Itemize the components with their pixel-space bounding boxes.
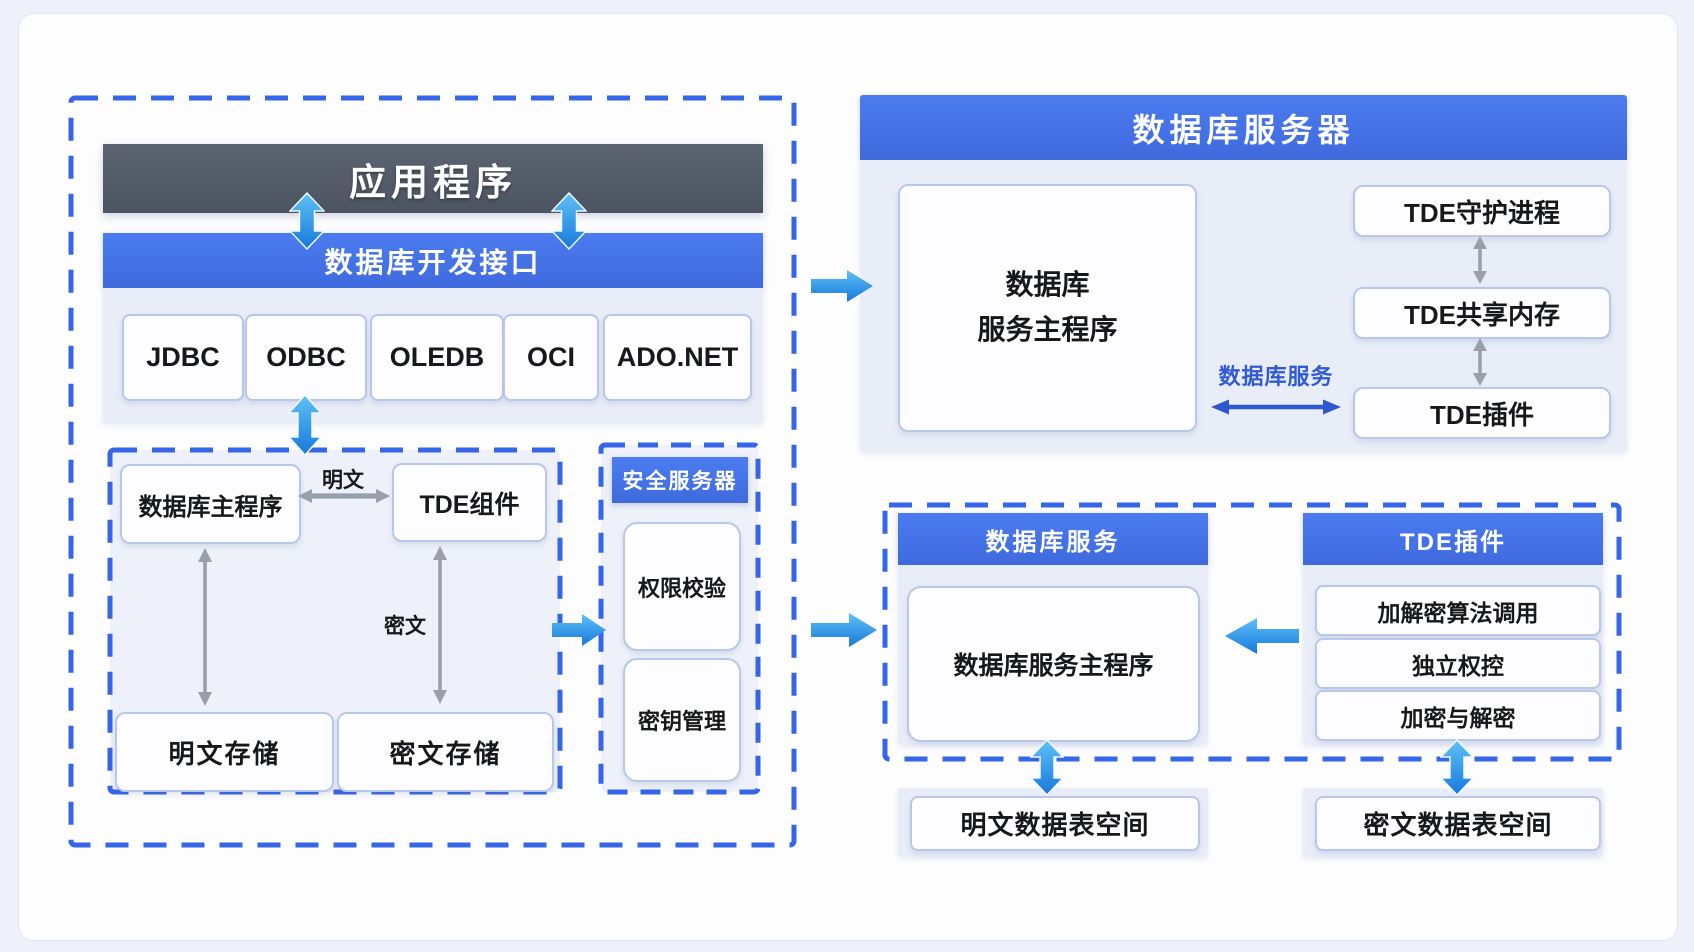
tde-daemon-box: TDE守护进程 — [1353, 185, 1611, 237]
tde-plugin-box: TDE插件 — [1353, 387, 1611, 439]
db-service-link-label: 数据库服务 — [1218, 364, 1334, 389]
security-server-label: 安全服务器 — [622, 470, 738, 493]
ciphertext-storage-label: 密文存储 — [389, 738, 502, 769]
db-server-main-program-line2: 服务主程序 — [977, 314, 1118, 345]
db-service-main-program-label: 数据库服务主程序 — [953, 652, 1154, 680]
plugin-item-box: 加密与解密 — [1315, 690, 1601, 741]
driver-box-odbc: ODBC — [245, 314, 367, 401]
tde-shared-memory-label: TDE共享内存 — [1403, 299, 1560, 330]
db-service-link-arrow-icon — [1211, 399, 1341, 415]
right-arrow-icon — [811, 613, 877, 647]
plaintext-storage-label: 明文存储 — [168, 738, 281, 769]
app-header-label: 应用程序 — [349, 161, 517, 203]
ciphertext-storage-box: 密文存储 — [337, 712, 554, 792]
db-service-main-program-box: 数据库服务主程序 — [907, 586, 1200, 742]
tde-shared-memory-box: TDE共享内存 — [1353, 287, 1611, 339]
plugin-item-box: 独立权控 — [1315, 638, 1601, 689]
up-down-arrow-icon — [288, 394, 322, 456]
db-service-section-header: 数据库服务 — [898, 513, 1208, 565]
dev-interface-bar: 数据库开发接口 — [103, 233, 763, 288]
tde-plugin-section-header: TDE插件 — [1303, 513, 1603, 565]
left-arrow-icon — [1225, 618, 1299, 654]
plugin-item-box: 加解密算法调用 — [1315, 585, 1601, 636]
ciphertext-tablespace-box: 密文数据表空间 — [1315, 796, 1601, 851]
plaintext-storage-box: 明文存储 — [115, 712, 334, 792]
tde-plugin-section-label: TDE插件 — [1400, 528, 1506, 556]
db-server-main-program-line1: 数据库 — [1005, 269, 1090, 301]
tde-component-label: TDE组件 — [419, 490, 520, 519]
plaintext-tablespace-box: 明文数据表空间 — [910, 796, 1200, 851]
plugin-item-label: 独立权控 — [1412, 652, 1504, 679]
plugin-item-label: 加密与解密 — [1400, 704, 1516, 731]
up-down-arrow-icon — [1473, 338, 1487, 386]
driver-label: ODBC — [266, 342, 346, 372]
driver-box-oci: OCI — [503, 314, 599, 401]
ciphertext-tablespace-label: 密文数据表空间 — [1363, 810, 1553, 840]
key-management-label: 密钥管理 — [637, 709, 726, 734]
left-right-arrow-icon — [298, 489, 390, 503]
up-down-arrow-icon — [1030, 739, 1064, 796]
db-server-main-program-box: 数据库 服务主程序 — [898, 184, 1197, 432]
db-main-program-label: 数据库主程序 — [138, 493, 283, 521]
right-arrow-icon — [811, 270, 873, 302]
plugin-item-label: 加解密算法调用 — [1377, 599, 1539, 626]
plaintext-arrow-label: 明文 — [322, 469, 364, 492]
application-dashed-border — [68, 95, 797, 848]
driver-box-adonet: ADO.NET — [603, 314, 752, 401]
app-header-bar: 应用程序 — [103, 144, 763, 213]
driver-label: ADO.NET — [616, 342, 739, 372]
up-down-arrow-icon — [1473, 236, 1487, 284]
security-server-header: 安全服务器 — [612, 457, 748, 503]
ciphertext-arrow-label: 密文 — [384, 615, 426, 638]
driver-box-jdbc: JDBC — [122, 314, 244, 401]
right-arrow-icon — [552, 614, 606, 646]
database-server-label: 数据库服务器 — [1132, 111, 1355, 148]
tde-component-box: TDE组件 — [392, 463, 547, 542]
db-service-section-label: 数据库服务 — [985, 528, 1121, 556]
plaintext-tablespace-label: 明文数据表空间 — [960, 810, 1150, 840]
driver-box-oledb: OLEDB — [370, 314, 504, 401]
up-down-arrow-icon — [289, 192, 325, 250]
permission-check-box: 权限校验 — [623, 522, 741, 651]
up-down-arrow-icon — [198, 548, 212, 706]
driver-label: JDBC — [146, 342, 220, 372]
tde-daemon-label: TDE守护进程 — [1403, 197, 1560, 228]
dev-interface-label: 数据库开发接口 — [324, 246, 542, 278]
db-main-program-box: 数据库主程序 — [120, 464, 301, 544]
up-down-arrow-icon — [1440, 739, 1474, 796]
up-down-arrow-icon — [551, 192, 587, 250]
driver-label: OCI — [526, 342, 575, 372]
up-down-arrow-icon — [433, 546, 447, 704]
key-management-box: 密钥管理 — [623, 658, 741, 782]
db-service-dashed-border — [882, 502, 1622, 762]
database-server-header: 数据库服务器 — [860, 95, 1627, 160]
driver-label: OLEDB — [389, 342, 485, 372]
permission-check-label: 权限校验 — [637, 575, 726, 601]
tde-plugin-label: TDE插件 — [1429, 399, 1534, 430]
